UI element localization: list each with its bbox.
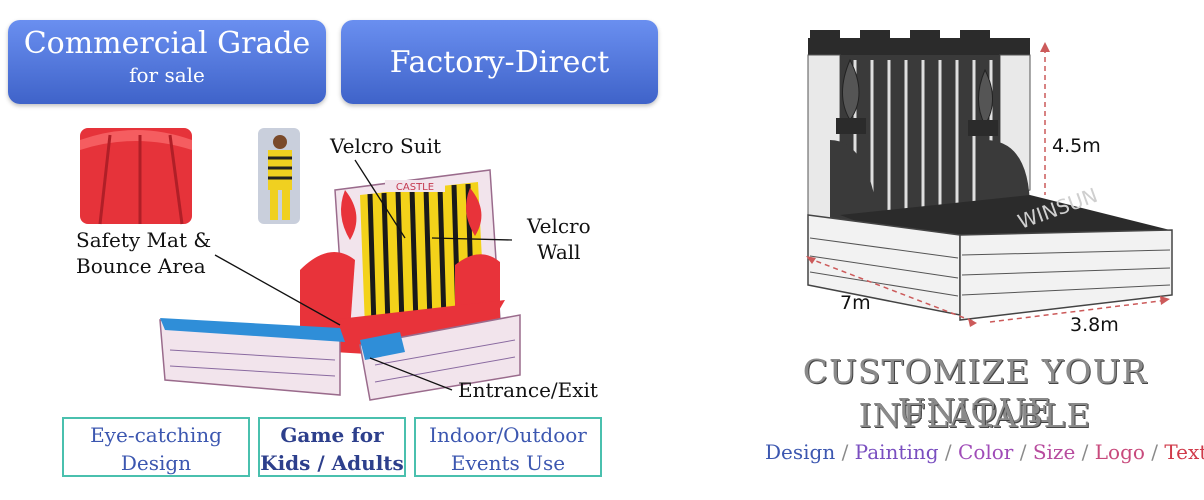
feature-line2: Kids / Adults: [260, 451, 404, 475]
feature-eye-catching: Eye-catching Design: [62, 417, 250, 477]
tag-separator: /: [1144, 440, 1165, 464]
factory-direct-badge: Factory-Direct: [341, 20, 658, 104]
velcro-suit-label: Velcro Suit: [330, 134, 442, 158]
annotation-pointers: [214, 159, 513, 391]
feature-line2: Design: [120, 451, 192, 475]
tag-separator: /: [938, 440, 959, 464]
colored-inflatable-illustration: CASTLE: [159, 169, 521, 401]
commercial-grade-subtitle: for sale: [129, 63, 205, 87]
tag-design: Design: [765, 440, 836, 464]
safety-mat-thumbnail: [80, 128, 192, 225]
length-dimension: 7m: [840, 292, 871, 314]
safety-mat-label: Safety Mat & Bounce Area: [76, 227, 211, 279]
safety-mat-label-line2: Bounce Area: [76, 254, 206, 278]
feature-indoor-outdoor: Indoor/Outdoor Events Use: [414, 417, 602, 477]
feature-line2: Events Use: [450, 451, 566, 475]
commercial-grade-badge: Commercial Grade for sale: [8, 20, 326, 104]
tag-logo: Logo: [1094, 440, 1145, 464]
safety-mat-label-line1: Safety Mat &: [76, 228, 212, 252]
velcro-wall-label: Velcro Wall: [527, 213, 591, 265]
tag-separator: /: [1013, 440, 1033, 464]
grayscale-3d-model-illustration: WINSUN: [807, 30, 1173, 321]
tag-separator: /: [1075, 440, 1095, 464]
feature-game-for: Game for Kids / Adults: [258, 417, 406, 477]
headline-line2: INFLATABLE: [858, 396, 1092, 435]
tag-text: Text: [1164, 440, 1204, 464]
tag-color: Color: [958, 440, 1014, 464]
entrance-exit-label: Entrance/Exit: [458, 378, 598, 402]
feature-line1: Eye-catching: [90, 423, 222, 447]
feature-line1: Indoor/Outdoor: [429, 423, 587, 447]
height-dimension: 4.5m: [1052, 135, 1101, 157]
velcro-suit-thumbnail: [258, 128, 300, 224]
customization-tags: Design / Painting / Color / Size / Logo …: [765, 440, 1204, 464]
feature-line1: Game for: [280, 423, 384, 447]
commercial-grade-title: Commercial Grade: [23, 26, 311, 61]
tag-painting: Painting: [854, 440, 939, 464]
tag-separator: /: [835, 440, 855, 464]
width-dimension: 3.8m: [1070, 314, 1119, 336]
headline-line1: CUSTOMIZE YOUR UNIQUE: [802, 352, 1148, 430]
castle-sign-text: CASTLE: [396, 182, 434, 193]
tag-size: Size: [1032, 440, 1076, 464]
velcro-wall-label-line1: Velcro: [527, 214, 591, 238]
velcro-wall-label-line2: Wall: [537, 240, 581, 264]
dimension-arrows: [807, 48, 1169, 323]
